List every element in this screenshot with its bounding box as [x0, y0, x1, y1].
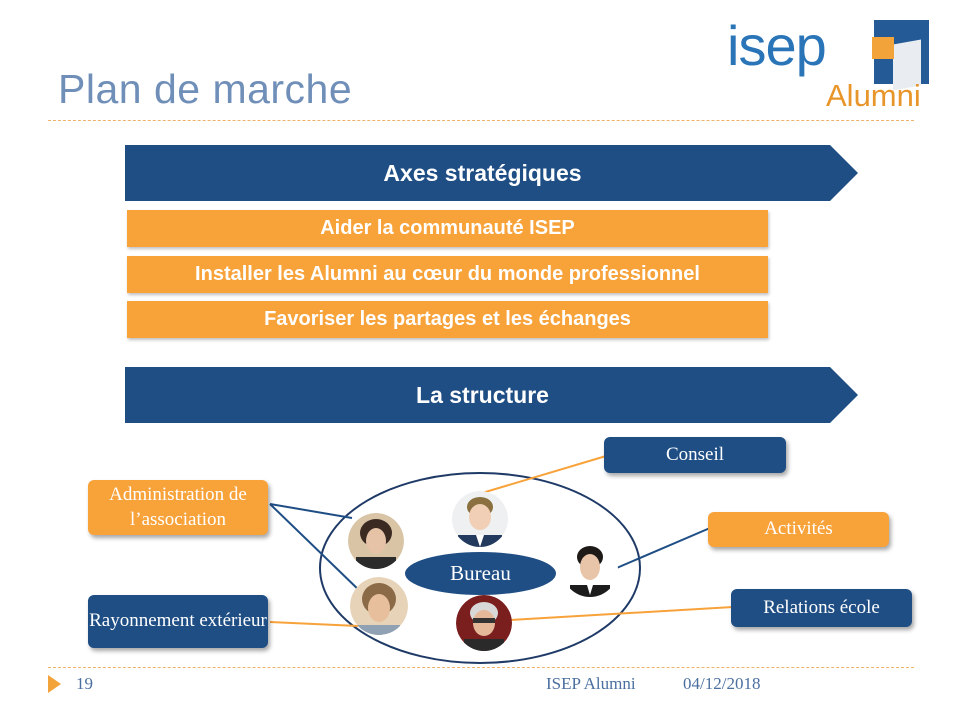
logo-isep-text: isep	[727, 14, 827, 77]
page-number: 19	[76, 674, 93, 693]
node-administration: Administration de l’association	[88, 480, 268, 535]
member-avatar-1	[348, 513, 404, 569]
member-avatar-2	[452, 491, 508, 547]
footer-arrow-icon	[48, 675, 61, 693]
axe-bar-1: Aider la communauté ISEP	[127, 210, 768, 247]
axe-bar-3: Favoriser les partages et les échanges	[127, 301, 768, 338]
bureau-node: Bureau	[405, 552, 556, 595]
node-conseil: Conseil	[604, 437, 786, 473]
footer-divider	[48, 667, 914, 668]
footer-org: ISEP Alumni	[546, 674, 636, 693]
node-rayonnement: Rayonnement extérieur	[88, 595, 268, 648]
banner-axes-shape	[125, 145, 858, 201]
logo-alumni-text: Alumni	[826, 78, 921, 113]
slide-title: Plan de marche	[58, 66, 353, 112]
title-divider	[48, 120, 914, 121]
footer-date: 04/12/2018	[683, 674, 761, 693]
banner-structure: La structure	[416, 381, 549, 408]
axe-bar-2: Installer les Alumni au cœur du monde pr…	[127, 256, 768, 293]
logo-square-orange	[872, 37, 894, 59]
node-activites: Activités	[708, 512, 889, 547]
member-avatar-3	[562, 541, 618, 597]
banner-structure-shape	[125, 367, 858, 423]
banner-axes: Axes stratégiques	[383, 159, 582, 186]
member-avatar-5	[456, 595, 512, 651]
node-relations-ecole: Relations école	[731, 589, 912, 627]
member-avatar-4	[350, 577, 408, 635]
